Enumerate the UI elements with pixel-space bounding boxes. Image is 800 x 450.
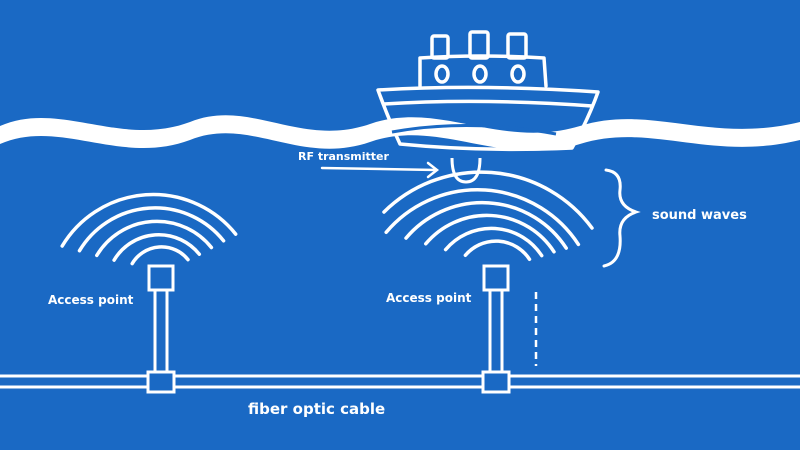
cable-connectors: [146, 370, 511, 394]
access-point-right: [482, 264, 510, 376]
ship-porthole-1: [434, 64, 450, 84]
ship-porthole-2: [472, 64, 488, 84]
signal-arcs-left: [60, 192, 238, 266]
ship-deck-line: [382, 99, 594, 108]
access-point-left-label: Access point: [48, 293, 134, 307]
ship-funnel-1: [430, 34, 450, 60]
water-inner-line: [391, 123, 557, 136]
sound-waves-brace: [602, 168, 641, 268]
rf-transmitter-pod: [450, 157, 482, 184]
rf-arrow: [320, 161, 440, 179]
ship-porthole-3: [510, 64, 526, 84]
water-surface: [0, 115, 800, 151]
access-point-left: [147, 264, 175, 376]
access-point-right-label: Access point: [386, 291, 472, 305]
signal-arcs-right: [382, 170, 594, 262]
sound-waves-label: sound waves: [652, 208, 747, 223]
fiber-optic-cable: [0, 374, 800, 389]
ship-funnel-2: [468, 30, 490, 60]
ship-funnel-3: [506, 32, 528, 60]
rf-transmitter-label: RF transmitter: [298, 150, 389, 163]
fiber-optic-cable-label: fiber optic cable: [248, 400, 386, 418]
